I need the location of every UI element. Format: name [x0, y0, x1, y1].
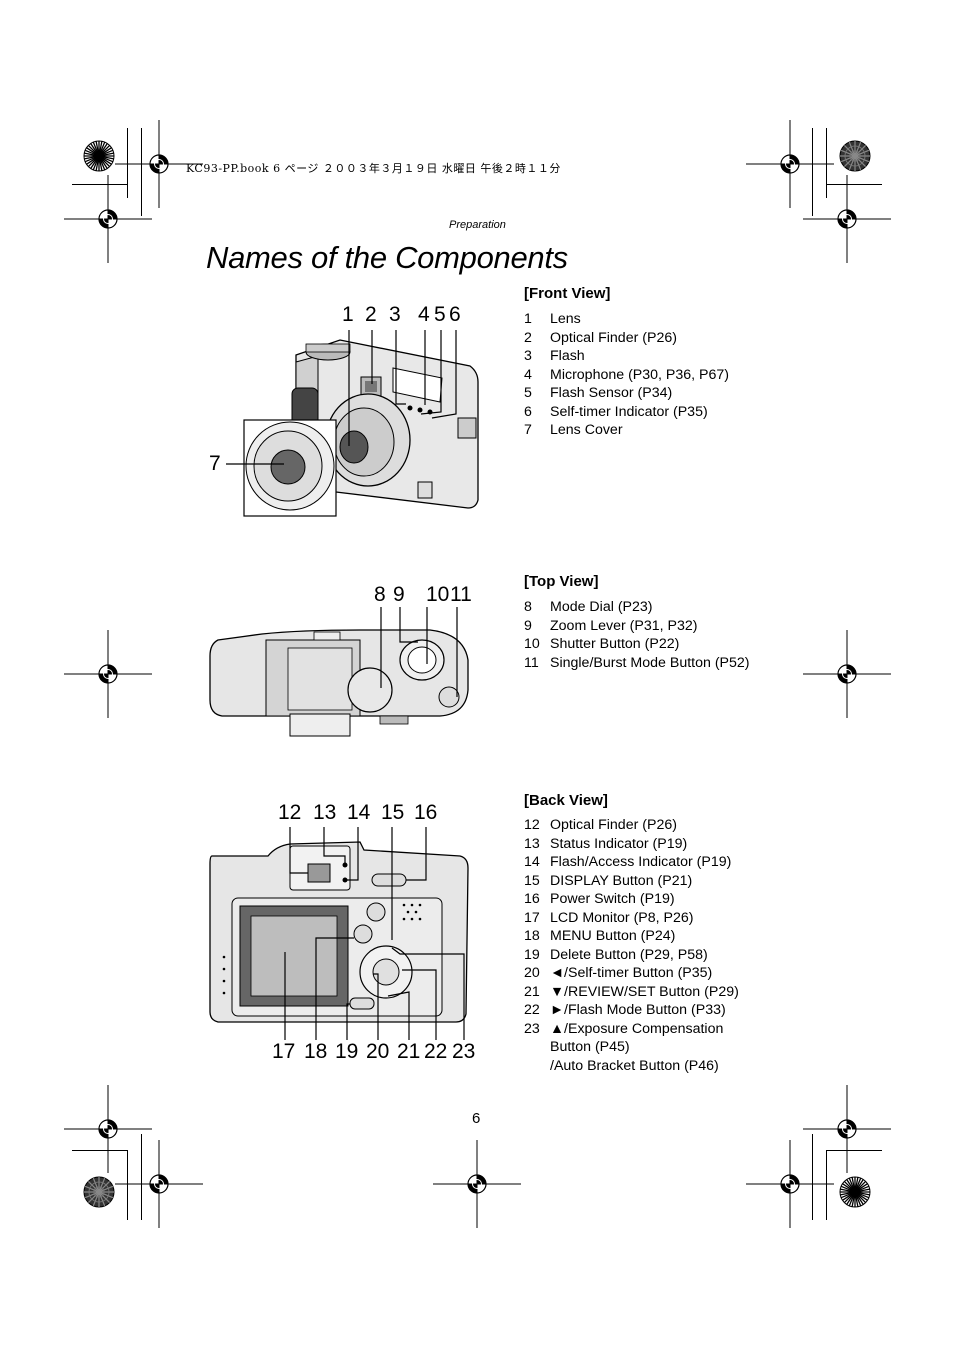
- callout-number: 23: [452, 1040, 476, 1063]
- callout-number: 7: [209, 452, 221, 475]
- callout-number: 8: [374, 583, 386, 606]
- callout-number: 1: [342, 303, 354, 326]
- callout-number: 22: [424, 1040, 448, 1063]
- callout-number: 10: [426, 583, 450, 606]
- crop-mark-icon: [127, 128, 128, 198]
- callout-number: 16: [414, 801, 438, 824]
- front-view-heading: [Front View]: [524, 285, 611, 302]
- callout-number: 15: [381, 801, 405, 824]
- callout-number: 19: [335, 1040, 359, 1063]
- top-view-heading: [Top View]: [524, 573, 599, 590]
- list-item: 20◄/Self-timer Button (P35): [524, 965, 713, 981]
- back-view-heading: [Back View]: [524, 792, 608, 809]
- callout-number: 9: [393, 583, 405, 606]
- list-item: 21▼/REVIEW/SET Button (P29): [524, 983, 739, 1000]
- callout-number: 21: [397, 1040, 421, 1063]
- crop-mark-icon: [826, 128, 827, 198]
- crop-mark-icon: [826, 1150, 882, 1151]
- crop-mark-icon: [72, 184, 128, 185]
- list-item: 23▲/Exposure Compensation Button (P45) /…: [524, 1020, 724, 1074]
- crop-mark-icon: [812, 128, 813, 216]
- list-item: 22►/Flash Mode Button (P33): [524, 1002, 726, 1018]
- callout-number: 3: [389, 303, 401, 326]
- callout-number: 2: [365, 303, 377, 326]
- section-label: Preparation: [449, 219, 506, 231]
- crop-mark-icon: [141, 1134, 142, 1220]
- crop-mark-icon: [72, 1150, 128, 1151]
- callout-number: 5: [434, 303, 446, 326]
- callout-number: 6: [449, 303, 461, 326]
- crop-mark-icon: [826, 184, 882, 185]
- page-number: 6: [472, 1110, 481, 1127]
- callout-number: 4: [418, 303, 430, 326]
- callout-number: 13: [313, 801, 337, 824]
- callout-number: 18: [304, 1040, 328, 1063]
- page-title: Names of the Components: [206, 240, 568, 275]
- callout-number: 14: [347, 801, 371, 824]
- callout-number: 11: [450, 583, 472, 606]
- callout-number: 20: [366, 1040, 390, 1063]
- crop-mark-icon: [826, 1150, 827, 1220]
- crop-mark-icon: [127, 1150, 128, 1220]
- print-header: KC93-PP.book 6 ページ ２００３年３月１９日 水曜日 午後２時１１…: [186, 162, 561, 175]
- crop-mark-icon: [812, 1134, 813, 1220]
- callout-number: 17: [272, 1040, 296, 1063]
- callout-number: 12: [278, 801, 302, 824]
- crop-mark-icon: [141, 128, 142, 216]
